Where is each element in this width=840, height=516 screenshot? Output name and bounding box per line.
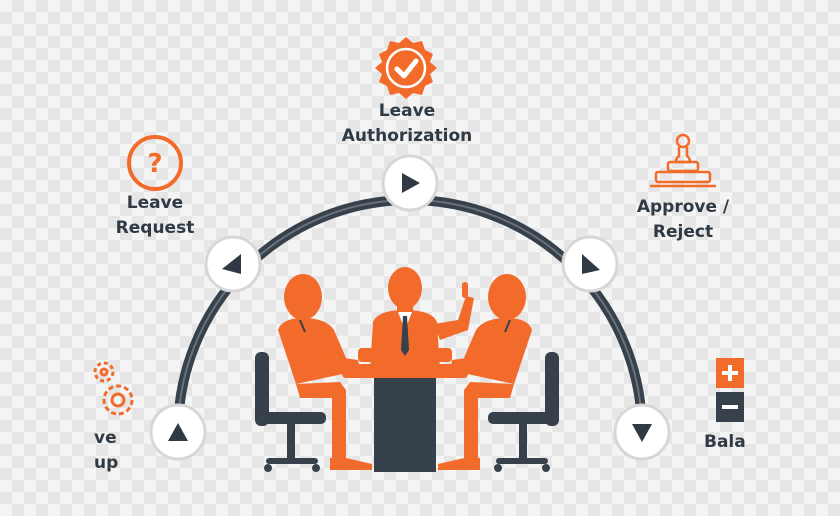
left-person <box>278 274 372 470</box>
center-person <box>370 267 474 370</box>
stamp-icon <box>650 133 716 188</box>
label-balance: Bala <box>704 432 746 452</box>
right-person <box>438 274 532 470</box>
arc-node-bottom-left <box>149 403 207 461</box>
arc-node-bottom-right <box>613 403 671 461</box>
svg-text:?: ? <box>147 149 162 179</box>
question-circle-icon: ? <box>127 135 183 191</box>
label-approve-reject: Approve / Reject <box>636 197 730 242</box>
gears-icon <box>93 361 134 416</box>
label-leave-request: Leave Request <box>115 193 195 238</box>
right-chair <box>488 352 559 472</box>
arc-node-top <box>381 154 439 212</box>
label-leave-authorization: Leave Authorization <box>341 101 473 146</box>
plus-minus-icon <box>716 358 744 422</box>
label-leave-setup: ve up <box>94 428 119 473</box>
check-badge-icon <box>375 37 437 99</box>
meeting-table <box>342 348 468 472</box>
left-chair <box>255 352 326 472</box>
meeting-illustration <box>255 267 559 472</box>
arc-node-upper-right <box>561 235 619 293</box>
arc-node-upper-left <box>204 235 262 293</box>
